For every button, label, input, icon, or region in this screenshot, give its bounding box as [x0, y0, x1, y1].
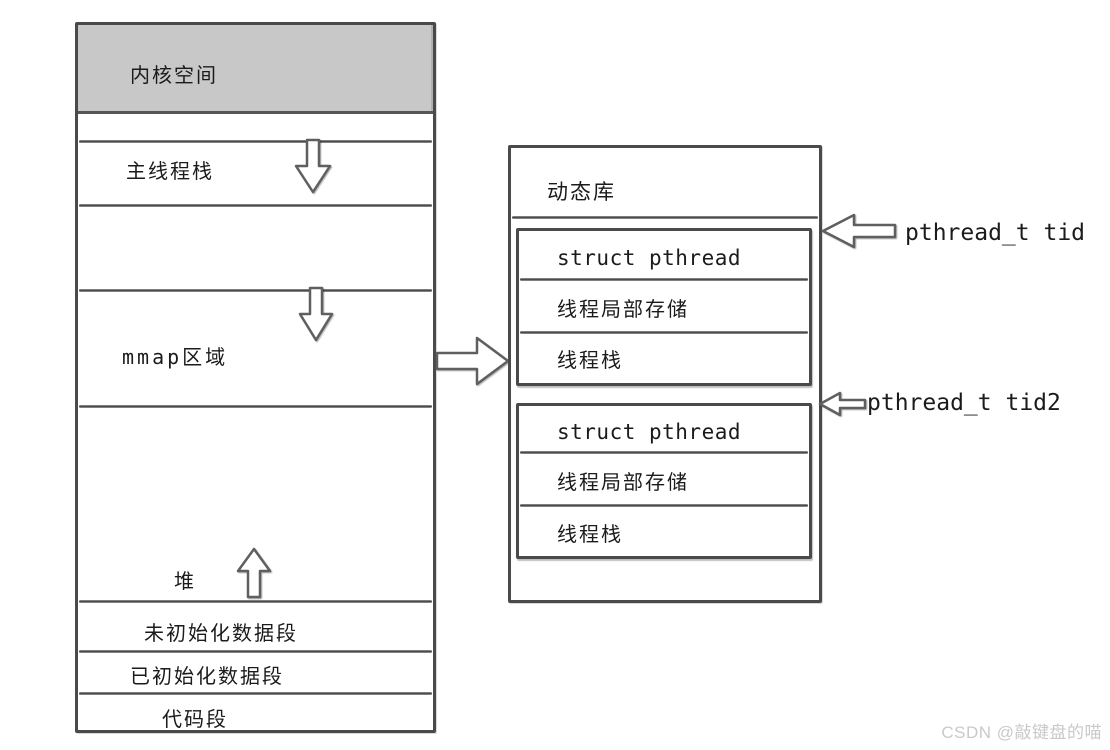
kernel-space-section: 内核空间: [78, 25, 433, 114]
mmap-to-library-arrow-icon: [435, 336, 510, 386]
dynamic-library-label: 动态库: [547, 181, 616, 204]
separator-line: [79, 204, 432, 207]
dynamic-library-box: 动态库 struct pthread 线程局部存储 线程栈 struct pth…: [508, 145, 822, 603]
separator-line: [79, 692, 432, 695]
mmap-region-label: mmap区域: [122, 345, 229, 369]
separator-line: [520, 331, 808, 334]
csdn-watermark: CSDN @敲键盘的喵: [941, 723, 1102, 742]
stack-grow-down-arrow-icon: [294, 138, 332, 194]
thread-stack-label: 线程栈: [557, 350, 623, 372]
uninitialized-data-segment-label: 未初始化数据段: [144, 623, 298, 645]
pthread-t-tid2-label: pthread_t tid2: [867, 390, 1061, 416]
kernel-space-label: 内核空间: [130, 65, 218, 87]
thread-local-storage-label: 线程局部存储: [557, 472, 689, 494]
pthread-t-tid-label: pthread_t tid: [905, 220, 1086, 246]
process-address-space-box: 内核空间 主线程栈 mmap区域 堆 未初始化数据段 已初始化数据段 代码段: [75, 22, 436, 733]
thread-local-storage-label: 线程局部存储: [557, 299, 689, 321]
separator-line: [79, 289, 432, 292]
heap-grow-up-arrow-icon: [236, 547, 272, 599]
struct-pthread-label: struct pthread: [557, 246, 742, 270]
thread-block-1: struct pthread 线程局部存储 线程栈: [516, 228, 812, 386]
main-thread-stack-label: 主线程栈: [126, 161, 214, 183]
separator-line: [520, 451, 808, 454]
thread-block-2: struct pthread 线程局部存储 线程栈: [516, 403, 812, 559]
struct-pthread-label: struct pthread: [557, 420, 742, 444]
separator-line: [79, 600, 432, 603]
separator-line: [79, 405, 432, 408]
mmap-grow-down-arrow-icon: [298, 286, 334, 342]
tid-pointer-left-arrow-icon: [821, 213, 897, 249]
thread-stack-label: 线程栈: [557, 524, 623, 546]
separator-line: [512, 216, 818, 219]
separator-line: [520, 504, 808, 507]
tid2-pointer-left-arrow-icon: [818, 391, 867, 417]
separator-line: [520, 278, 808, 281]
separator-line: [79, 650, 432, 653]
separator-line: [79, 140, 432, 143]
code-segment-label: 代码段: [162, 709, 228, 731]
initialized-data-segment-label: 已初始化数据段: [130, 666, 284, 688]
heap-label: 堆: [174, 571, 196, 593]
